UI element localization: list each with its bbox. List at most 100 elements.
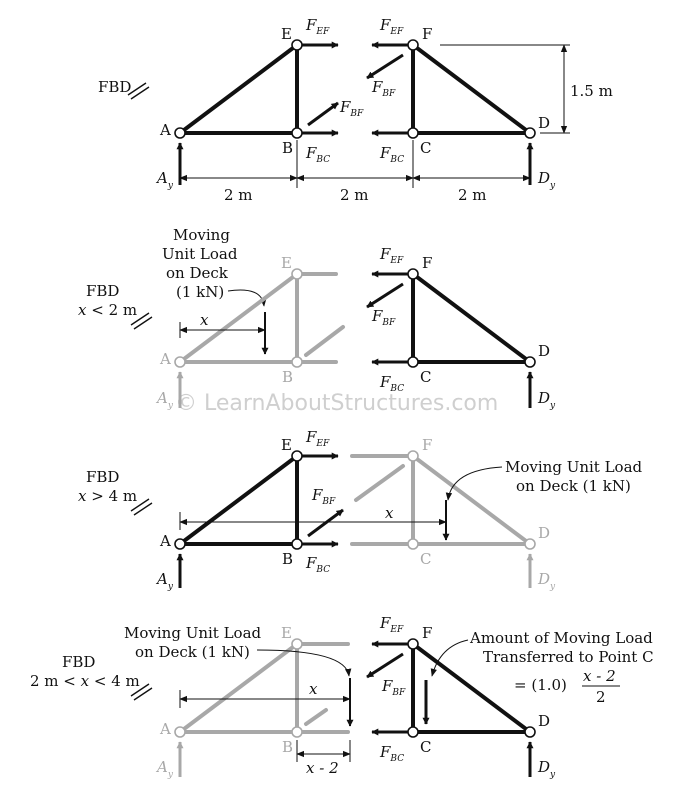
left-truss-members bbox=[178, 43, 299, 135]
node-label-a: A bbox=[159, 121, 171, 139]
node-c bbox=[407, 127, 419, 139]
node-label-e: E bbox=[281, 25, 292, 43]
dim-label-height: 1.5 m bbox=[570, 82, 613, 100]
x-label: x bbox=[309, 680, 318, 698]
leader-line bbox=[227, 289, 267, 307]
load-note-line-2: Unit Load bbox=[162, 245, 238, 263]
node-label-b: B bbox=[282, 139, 293, 157]
force-label-fbc: FBC bbox=[305, 554, 330, 575]
node-e bbox=[291, 39, 303, 51]
transfer-note-line-2: Transferred to Point C bbox=[483, 648, 654, 666]
force-label-fef: FEF bbox=[379, 614, 404, 635]
member-ae bbox=[178, 43, 299, 135]
node-label-f: F bbox=[422, 254, 432, 272]
leader-line-transfer bbox=[430, 639, 469, 677]
node-label-d: D bbox=[538, 712, 550, 730]
node-label-b: B bbox=[282, 738, 293, 756]
node-label-a: A bbox=[159, 532, 171, 550]
force-label-fbc: FBC bbox=[379, 373, 404, 394]
active-members bbox=[178, 454, 299, 546]
load-note-line-2: on Deck (1 kN) bbox=[135, 643, 250, 661]
reaction-label-ay: Ay bbox=[155, 389, 174, 411]
node-d bbox=[524, 127, 536, 139]
member-fd bbox=[411, 43, 532, 135]
node-f bbox=[407, 39, 419, 51]
node-label-b: B bbox=[282, 368, 293, 386]
reaction-label-dy: Dy bbox=[537, 389, 556, 411]
node-label-c: C bbox=[420, 368, 431, 386]
active-members bbox=[411, 642, 532, 734]
node-label-d: D bbox=[538, 114, 550, 132]
node-label-e: E bbox=[281, 624, 292, 642]
fbd-label: FBD bbox=[86, 468, 119, 486]
node-label-e: E bbox=[281, 436, 292, 454]
condition-label: x < 2 m bbox=[78, 301, 137, 319]
node-label-d: D bbox=[538, 524, 550, 542]
fbd-slash-icon bbox=[130, 683, 153, 701]
load-note-line-2: on Deck (1 kN) bbox=[516, 477, 631, 495]
load-note-line-1: Moving bbox=[173, 226, 230, 244]
node-label-c: C bbox=[420, 738, 431, 756]
force-label-fbf-left: FBF bbox=[339, 98, 364, 119]
fbd-label: FBD bbox=[98, 78, 131, 96]
node-b bbox=[291, 127, 303, 139]
force-label-fbf-right: FBF bbox=[371, 78, 396, 99]
force-arrow-fbf bbox=[366, 282, 404, 309]
right-truss-members bbox=[411, 43, 532, 135]
node-label-f: F bbox=[422, 25, 432, 43]
nodes bbox=[174, 268, 536, 368]
force-label-fef: FEF bbox=[305, 428, 330, 449]
reaction-label-ay: Ay bbox=[155, 570, 174, 592]
active-members bbox=[411, 272, 532, 364]
x-minus-2-label: x - 2 bbox=[306, 759, 339, 777]
node-label-e: E bbox=[281, 254, 292, 272]
force-label-fbc-right: FBC bbox=[379, 144, 404, 165]
formula-prefix: = (1.0) bbox=[514, 676, 567, 694]
panel-2-x-less-2: FBD x < 2 m Moving Unit Load on Deck (1 … bbox=[78, 226, 556, 411]
x-label: x bbox=[200, 311, 209, 329]
condition-label: 2 m < x < 4 m bbox=[30, 672, 140, 690]
force-label-fef-left: FEF bbox=[305, 16, 330, 37]
panel-3-x-greater-4: FBD x > 4 m x Moving Unit Load on Deck bbox=[78, 428, 643, 592]
dim-label-bc: 2 m bbox=[340, 186, 369, 204]
fbd-slash-icon bbox=[130, 498, 153, 516]
reaction-label-dy: Dy bbox=[537, 570, 556, 592]
inactive-members bbox=[178, 642, 350, 734]
node-label-a: A bbox=[159, 720, 171, 738]
node-label-d: D bbox=[538, 342, 550, 360]
fbd-label: FBD bbox=[62, 653, 95, 671]
force-label-fbc: FBC bbox=[379, 743, 404, 764]
load-note-line-4: (1 kN) bbox=[176, 283, 224, 301]
node-label-f: F bbox=[422, 436, 432, 454]
node-label-f: F bbox=[422, 624, 432, 642]
force-label-fbf: FBF bbox=[311, 486, 336, 507]
x-label: x bbox=[385, 504, 394, 522]
force-arrow-fbf-out bbox=[307, 101, 339, 127]
dim-label-ab: 2 m bbox=[224, 186, 253, 204]
node-a bbox=[174, 127, 186, 139]
load-note-line-1: Moving Unit Load bbox=[124, 624, 262, 642]
reaction-label-ay: Ay bbox=[155, 169, 174, 191]
panel-1-full-fbd: F B D bbox=[98, 16, 613, 204]
reaction-label-dy: Dy bbox=[537, 758, 556, 780]
node-label-c: C bbox=[420, 139, 431, 157]
nodes bbox=[174, 39, 536, 139]
force-label-fef: FEF bbox=[379, 245, 404, 266]
inactive-members bbox=[178, 272, 345, 364]
leader-line bbox=[445, 466, 503, 501]
dimension-lines bbox=[179, 44, 570, 188]
panel-4-x-between-2-and-4: FBD 2 m < x < 4 m x x - 2 Moving Unit Lo… bbox=[30, 614, 654, 780]
nodes bbox=[174, 638, 536, 738]
force-label-fbf: FBF bbox=[371, 307, 396, 328]
force-arrow-fbf bbox=[366, 652, 404, 679]
force-label-fef-right: FEF bbox=[379, 16, 404, 37]
watermark: © LearnAboutStructures.com bbox=[175, 391, 498, 416]
fbd-label: FBD bbox=[86, 282, 119, 300]
node-label-a: A bbox=[159, 350, 171, 368]
condition-label: x > 4 m bbox=[78, 487, 137, 505]
fbd-slash-icon bbox=[130, 312, 153, 330]
force-label-fbc-left: FBC bbox=[305, 144, 330, 165]
reaction-label-ay: Ay bbox=[155, 758, 174, 780]
